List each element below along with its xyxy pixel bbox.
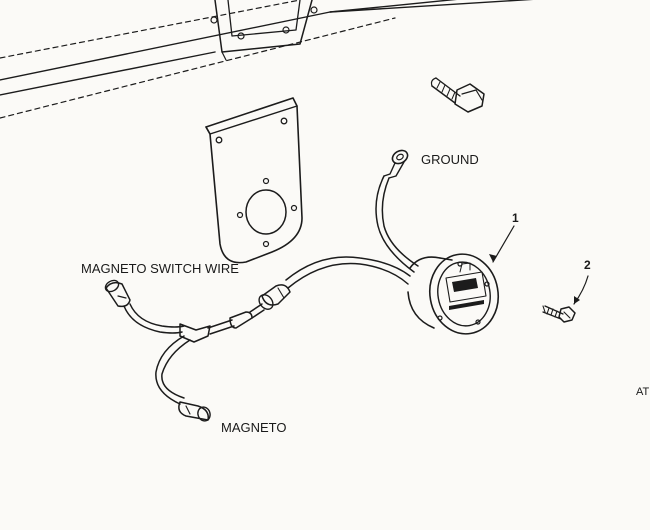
magneto-connector bbox=[178, 401, 211, 422]
switch-wire-connector bbox=[104, 279, 131, 308]
switch-wire-lead bbox=[123, 303, 185, 334]
junction-connector bbox=[229, 303, 265, 329]
ground-lead bbox=[375, 175, 419, 273]
hour-meter bbox=[407, 253, 499, 335]
callout-1-number: 1 bbox=[512, 211, 519, 225]
mounting-plate bbox=[205, 97, 303, 264]
frame-structure bbox=[0, 0, 534, 119]
mounting-bolt bbox=[430, 77, 485, 113]
magneto-label: MAGNETO bbox=[221, 420, 287, 435]
callout-2-leader bbox=[573, 275, 589, 305]
ground-terminal bbox=[383, 149, 409, 179]
callout-2-number: 2 bbox=[584, 258, 591, 272]
figure-code: AT bbox=[636, 386, 650, 398]
magneto-lead bbox=[155, 335, 191, 405]
main-lead bbox=[285, 256, 411, 289]
frame-bracket bbox=[210, 0, 318, 61]
y-junction bbox=[179, 319, 235, 343]
mounting-screw bbox=[542, 305, 576, 323]
magneto-switch-wire-label: MAGNETO SWITCH WIRE bbox=[81, 261, 239, 276]
inline-connector bbox=[258, 284, 291, 310]
ground-label: GROUND bbox=[421, 152, 479, 167]
callout-1-leader bbox=[489, 225, 515, 263]
